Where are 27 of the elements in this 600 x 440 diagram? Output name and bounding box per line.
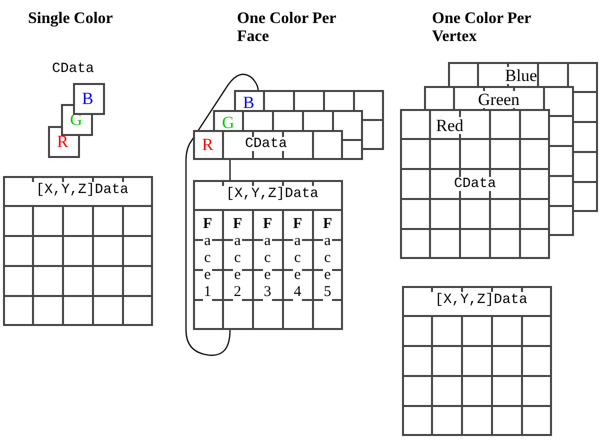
data-matrix — [402, 286, 552, 436]
matrix-label: CData — [454, 177, 496, 191]
column-label: Face2 — [233, 216, 242, 301]
channel-letter: R — [202, 136, 214, 153]
column-label: Face4 — [293, 216, 302, 301]
panel-title: Single Color — [28, 10, 114, 28]
matrix-label: [X,Y,Z]Data — [435, 293, 528, 307]
column-label: Face1 — [203, 216, 212, 301]
column-label: Face5 — [323, 216, 332, 301]
layer-label: Green — [478, 91, 520, 108]
matrix-label: CData — [245, 137, 288, 151]
color-matrix — [193, 130, 343, 160]
data-matrix — [193, 180, 343, 330]
channel-letter: B — [82, 90, 94, 107]
matrix-label: [X,Y,Z]Data — [226, 187, 318, 201]
matrix-label: [X,Y,Z]Data — [36, 183, 128, 197]
color-square — [73, 83, 105, 115]
channel-letter: B — [243, 94, 254, 111]
panel-title: One Color Per Vertex — [432, 10, 532, 46]
column-label: Face3 — [263, 216, 272, 301]
color-matrix — [400, 109, 550, 259]
layer-label: Red — [436, 117, 464, 134]
channel-letter: G — [222, 114, 234, 131]
layer-label: Blue — [505, 67, 538, 84]
panel-title: One Color Per Face — [237, 10, 337, 46]
data-matrix — [3, 176, 153, 326]
matrix-label: CData — [52, 62, 96, 76]
